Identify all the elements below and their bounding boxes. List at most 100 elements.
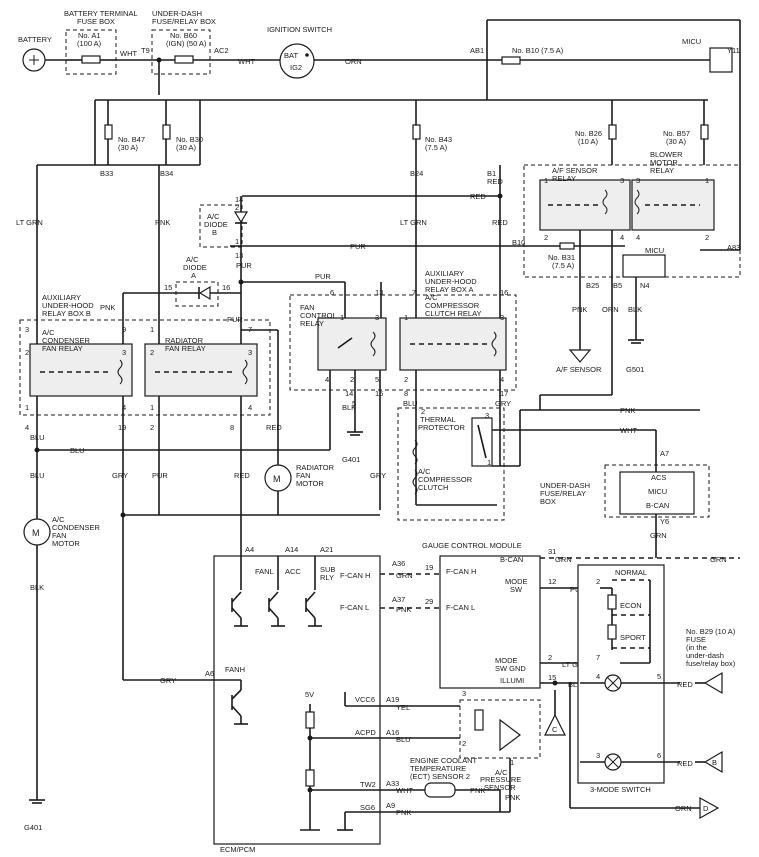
fanl-label: FANL — [255, 567, 274, 576]
aux-box-a-label: AUXILIARY — [425, 269, 464, 278]
wire-label-blk-g401: BLK — [342, 403, 356, 412]
aux-box-a-label-3: RELAY BOX A — [425, 285, 474, 294]
pin-thermal-2: 2 — [421, 407, 425, 416]
gcm-fcanl-label: F-CAN L — [446, 603, 475, 612]
sub-label-2: RLY — [320, 573, 334, 582]
rad-motor-label: RADIATOR — [296, 463, 335, 472]
rad-motor-label-3: MOTOR — [296, 479, 324, 488]
rad-relay-label: RADIATOR — [165, 336, 204, 345]
pin-ccr-1: 1 — [404, 313, 408, 322]
pin-gcm-2: 2 — [548, 653, 552, 662]
rad-motor-label-2: FAN — [296, 471, 311, 480]
thermal-clutch-box — [397, 407, 505, 521]
pin-rad-1b: 1 — [150, 403, 154, 412]
wire-label-blu-illumi: BLU — [568, 680, 583, 689]
pin-cond-3: 3 — [25, 325, 29, 334]
fuse-a1 — [81, 55, 101, 64]
pin-b34: B34 — [160, 169, 173, 178]
pin-illum-5: 5 — [657, 672, 661, 681]
gcm-mode-gnd-label-2: SW GND — [495, 664, 526, 673]
wire-label-grn-bcan-right: GRN — [710, 555, 727, 564]
ignition-switch — [279, 43, 315, 79]
sub-label: SUB — [320, 565, 335, 574]
vcc6-label: VCC6 — [355, 695, 375, 704]
af-relay-label-2: RELAY — [552, 174, 576, 183]
connector-d-label: D — [703, 804, 709, 813]
wire-label-red-mid: RED — [492, 218, 508, 227]
acc-label: ACC — [285, 567, 301, 576]
diode-b — [233, 211, 249, 224]
underdash-box2-label-2: FUSE/RELAY — [540, 489, 586, 498]
fuse-b29-label-2: FUSE — [686, 635, 706, 644]
transistor-acc — [268, 556, 285, 627]
wire-label-ltgrn-gnd: LT GRN — [562, 660, 589, 669]
cond-motor-label-3: FAN — [52, 531, 67, 540]
clutch-label-2: COMPRESSOR — [418, 475, 473, 484]
clutch-relay-label-3: CLUTCH RELAY — [425, 309, 482, 318]
pin-t9: T9 — [141, 46, 150, 55]
blower-relay-label-2: MOTOR — [650, 158, 678, 167]
radiator-fan-relay — [144, 343, 258, 397]
cond-motor-label: A/C — [52, 515, 65, 524]
wire-label-red-radmotor: RED — [266, 423, 282, 432]
micu-mid-label: MICU — [645, 246, 664, 255]
wire-label-pnk-diodea: PNK — [100, 303, 115, 312]
connector-b-1 — [703, 671, 723, 695]
pin-cond-2: 2 — [25, 348, 29, 357]
fuse-b43 — [412, 124, 421, 140]
ect-sensor — [424, 782, 456, 798]
wire-label-grn-fcanh: GRN — [396, 571, 413, 580]
pin-mode-2: 2 — [596, 577, 600, 586]
pin-fcr-6: 6 — [330, 288, 334, 297]
fuse-b10-label: No. B10 (7.5 A) — [512, 46, 564, 55]
fanh-label: FANH — [225, 665, 245, 674]
connector-c-label: C — [552, 725, 558, 734]
pin-b10: B10 — [512, 238, 525, 247]
pin-ccr-16: 16 — [500, 288, 508, 297]
diode-a-box — [175, 281, 219, 307]
wire-label-red-b1: RED — [487, 177, 503, 186]
fuse-b60-label: No. B60 — [170, 31, 197, 40]
acs-label: ACS — [651, 473, 666, 482]
wire-label-pur-diodeb: PUR — [236, 261, 252, 270]
diode-b-label: A/C — [207, 212, 220, 221]
pin-gcm-19: 19 — [425, 563, 433, 572]
pin-ccr-3: 3 — [500, 313, 504, 322]
gauge-control-module — [439, 555, 541, 689]
wire-label-pur-rad: PUR — [227, 315, 243, 324]
diode-b-label-2: DIODE — [204, 220, 228, 229]
diode-a — [198, 285, 211, 301]
pin-ccr-2: 2 — [404, 375, 408, 384]
three-mode-label: 3-MODE SWITCH — [590, 785, 651, 794]
fuse-b29-label-5: fuse/relay box) — [686, 659, 736, 668]
cond-relay-label-2: CONDENSER — [42, 336, 91, 345]
pin-press-2: 2 — [462, 739, 466, 748]
blower-relay-label: BLOWER — [650, 150, 683, 159]
bcan-micu-label: B-CAN — [646, 501, 669, 510]
fuse-b26-label: No. B26 — [575, 129, 602, 138]
fuse-b29-label-3: (in the — [686, 643, 707, 652]
wire-label-pur-2: PUR — [315, 272, 331, 281]
wire-label-blu-acpd: BLU — [396, 735, 411, 744]
pin-gcm-31: 31 — [548, 547, 556, 556]
connector-c — [544, 713, 566, 736]
pin-a14: A14 — [285, 545, 298, 554]
gcm-bcan-label: B-CAN — [500, 555, 523, 564]
wire-label-pnk-fcanl: PNK — [396, 605, 411, 614]
cond-motor-m: M — [32, 528, 40, 538]
fuse-b29-label-4: under-dash — [686, 651, 724, 660]
aux-relay-box-a — [289, 294, 517, 391]
fuse-b26 — [608, 124, 617, 140]
aux-box-b-label: AUXILIARY — [42, 293, 81, 302]
wire-label-red-illum1: RED — [677, 680, 693, 689]
fuse-b47-rating: (30 A) — [118, 143, 139, 152]
pin-illum-4: 4 — [596, 672, 600, 681]
pin-a83: A83 — [727, 243, 740, 252]
fan-ctrl-label-3: RELAY — [300, 319, 324, 328]
pin-rad-3: 3 — [248, 348, 252, 357]
wire-label-ltgrn-mid: LT GRN — [400, 218, 427, 227]
fcanl-ecm-label: F-CAN L — [340, 603, 369, 612]
g401-label-mid: G401 — [342, 455, 360, 464]
ecm-label: ECM/PCM — [220, 845, 255, 854]
pin-illum-3: 3 — [596, 751, 600, 760]
